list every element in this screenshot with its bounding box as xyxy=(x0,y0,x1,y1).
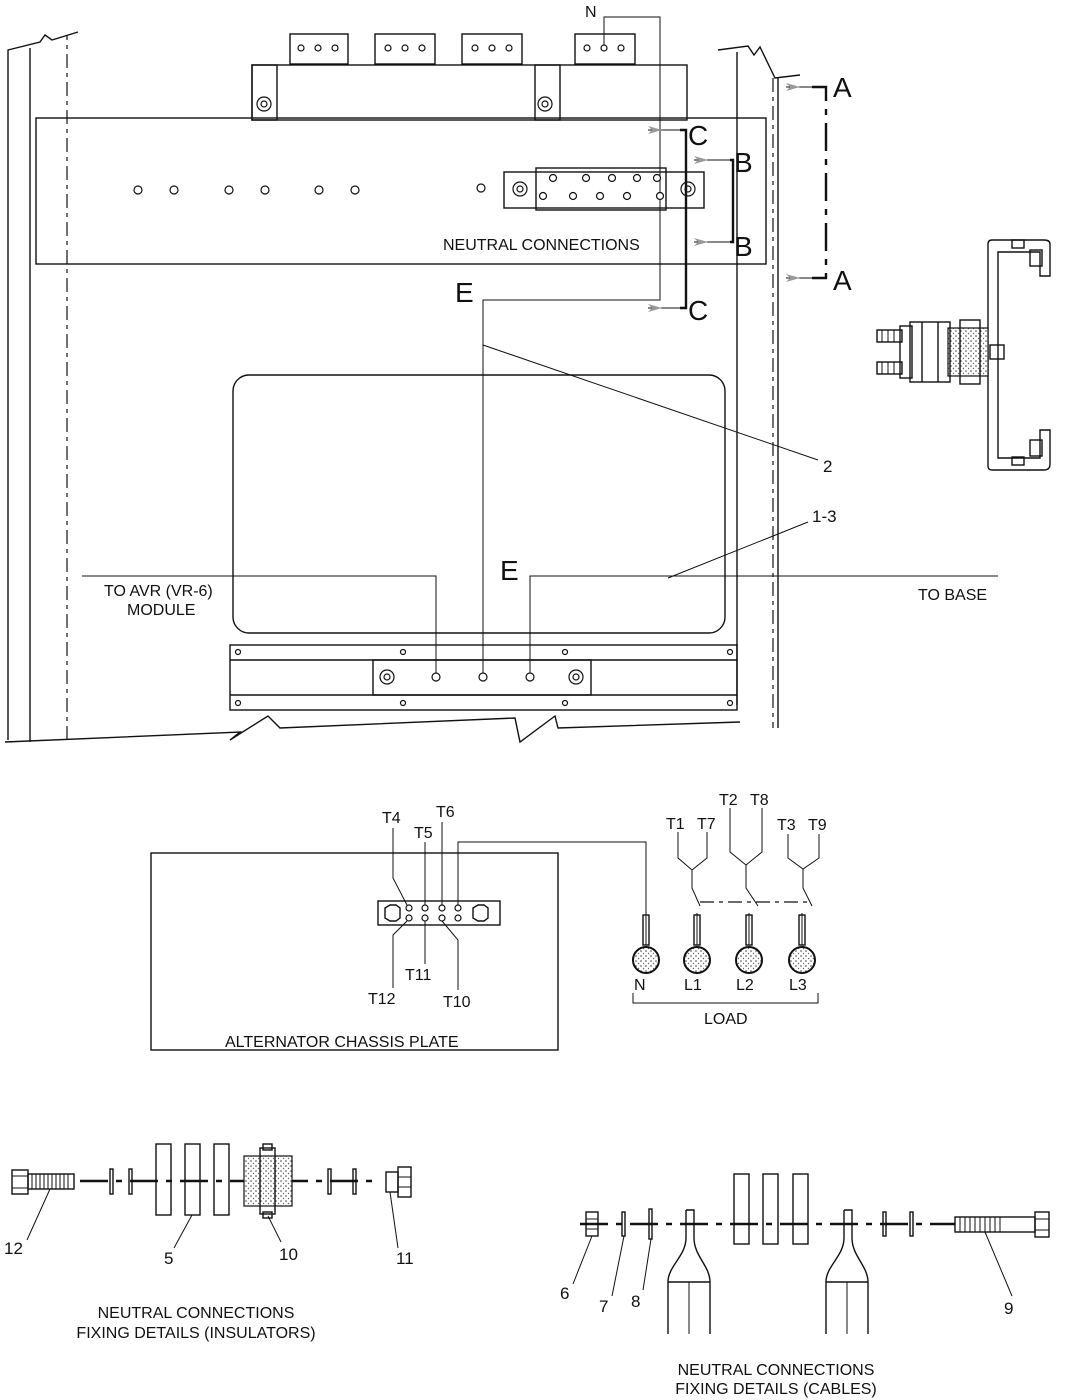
section-e-bottom: E xyxy=(500,555,519,586)
neutral-plate xyxy=(35,117,767,265)
section-e-top: E xyxy=(455,277,474,308)
wiring-terminal-bar xyxy=(377,900,501,926)
terminal-t5: T5 xyxy=(414,825,433,842)
callout-2: 2 xyxy=(823,457,832,476)
cables-caption-1: NEUTRAL CONNECTIONS xyxy=(678,1362,875,1379)
neutral-bar xyxy=(503,167,705,211)
item-8: 8 xyxy=(631,1292,640,1311)
output-l3: L3 xyxy=(789,977,807,994)
section-c-top: C xyxy=(688,120,708,151)
to-base-label: TO BASE xyxy=(918,587,987,604)
item-10: 10 xyxy=(279,1245,298,1264)
section-b-bottom: B xyxy=(734,231,753,262)
load-t1: T1 xyxy=(666,816,685,833)
section-c-bottom: C xyxy=(688,295,708,326)
load-groups: T1 T7 T2 T8 T3 T9 xyxy=(666,792,827,945)
terminal-t10: T10 xyxy=(443,994,471,1011)
svg-text:MODULE: MODULE xyxy=(127,602,195,619)
chassis-plate xyxy=(150,852,559,1051)
section-markers: C C B B A A E E xyxy=(455,72,852,586)
output-l1: L1 xyxy=(684,977,702,994)
output-n: N xyxy=(634,977,646,994)
item-6: 6 xyxy=(560,1284,569,1303)
chassis-plate-label: ALTERNATOR CHASSIS PLATE xyxy=(225,1034,459,1051)
terminal-t4: T4 xyxy=(382,810,401,827)
terminal-blocks xyxy=(289,33,636,65)
plate-holes xyxy=(133,183,486,195)
output-terminals: N L1 L2 L3 xyxy=(632,914,816,994)
chassis-cutout xyxy=(232,374,726,634)
insulators-caption-2: FIXING DETAILS (INSULATORS) xyxy=(76,1325,315,1342)
insulators-caption-1: NEUTRAL CONNECTIONS xyxy=(98,1305,295,1322)
item-12: 12 xyxy=(4,1239,23,1258)
load-t3: T3 xyxy=(777,817,796,834)
insulators-detail: 12 5 10 11 NEUTRAL CONNECTIONS FIXING DE… xyxy=(4,1143,414,1342)
item-7: 7 xyxy=(599,1297,608,1316)
wiring-diagram: ALTERNATOR CHASSIS PLATE T4 T5 T6 T12 T1… xyxy=(150,792,827,1051)
side-insulator-detail xyxy=(876,239,1051,471)
item-11: 11 xyxy=(396,1249,414,1268)
load-label: LOAD xyxy=(704,1011,748,1028)
right-wall xyxy=(717,45,801,728)
to-avr-label: TO AVR (VR-6) MODULE xyxy=(104,583,213,619)
load-t7: T7 xyxy=(697,816,716,833)
terminal-t11: T11 xyxy=(405,967,431,984)
top-view: N NEUTRAL CONNECTIONS xyxy=(4,4,1051,744)
item-5: 5 xyxy=(164,1249,173,1268)
callout-1-3: 1-3 xyxy=(812,507,837,526)
left-wall xyxy=(7,31,79,742)
cables-detail: 6 7 8 9 NEUTRAL CONNECTIONS FIXING DETAI… xyxy=(560,1173,1050,1398)
bottom-bar xyxy=(229,644,738,711)
section-a-bottom: A xyxy=(833,265,852,296)
section-a-top: A xyxy=(833,72,852,103)
terminal-t6: T6 xyxy=(436,804,455,821)
load-t8: T8 xyxy=(750,792,769,809)
load-t2: T2 xyxy=(719,792,738,809)
cables-caption-2: FIXING DETAILS (CABLES) xyxy=(675,1381,877,1398)
output-l2: L2 xyxy=(736,977,754,994)
terminal-t12: T12 xyxy=(368,991,396,1008)
neutral-connections-label: NEUTRAL CONNECTIONS xyxy=(443,237,640,254)
section-b-top: B xyxy=(734,147,753,178)
n-label: N xyxy=(585,4,597,21)
load-t9: T9 xyxy=(808,817,827,834)
item-9: 9 xyxy=(1004,1299,1013,1318)
svg-text:TO AVR (VR-6): TO AVR (VR-6) xyxy=(104,583,213,600)
